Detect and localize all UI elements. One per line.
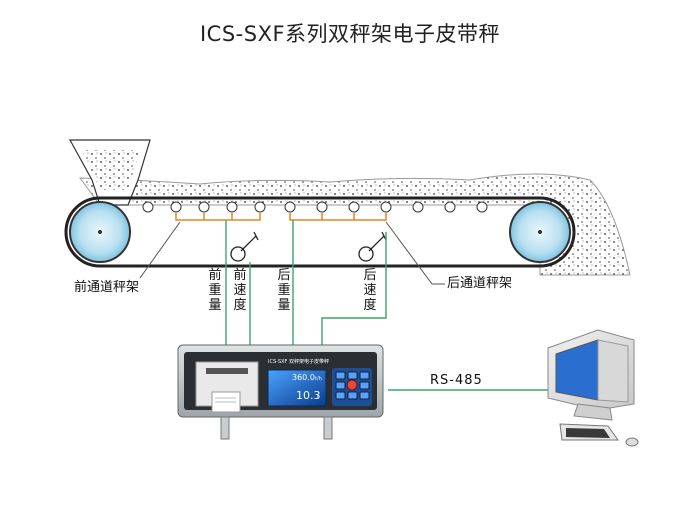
rear-weigh-frame xyxy=(289,212,387,221)
front-speed-sensor xyxy=(230,231,259,262)
instrument-screen xyxy=(267,369,327,407)
front-speed-label: 前速度 xyxy=(233,268,247,313)
front-frame-leader xyxy=(139,221,181,279)
computer xyxy=(547,329,639,447)
rear-frame-leader xyxy=(385,221,445,285)
front-weigh-frame xyxy=(175,212,261,221)
instrument-reading-1-unit: t/h xyxy=(315,376,322,382)
instrument-reading-2: 10.3 xyxy=(296,389,321,402)
front-frame-label: 前通道秤架 xyxy=(74,280,140,295)
diagram-title: ICS-SXF系列双秤架电子皮带秤 xyxy=(199,22,501,46)
rear-speed-label: 后速度 xyxy=(363,268,377,313)
instrument-header: ICS-SXF 双秤架电子皮带秤 xyxy=(268,359,330,365)
rs485-label: RS-485 xyxy=(430,373,483,388)
rear-weight-label: 后重量 xyxy=(277,268,291,313)
front-weight-label: 前重量 xyxy=(208,268,222,313)
rear-speed-sensor xyxy=(358,231,387,262)
rear-frame-label: 后通道秤架 xyxy=(447,276,513,291)
signal-wires xyxy=(225,220,548,391)
conveyor-belt xyxy=(64,196,576,268)
instrument-reading-2-unit: t xyxy=(317,394,319,400)
weighing-instrument xyxy=(177,344,384,440)
instrument-reading-1: 360.0 xyxy=(292,373,315,382)
